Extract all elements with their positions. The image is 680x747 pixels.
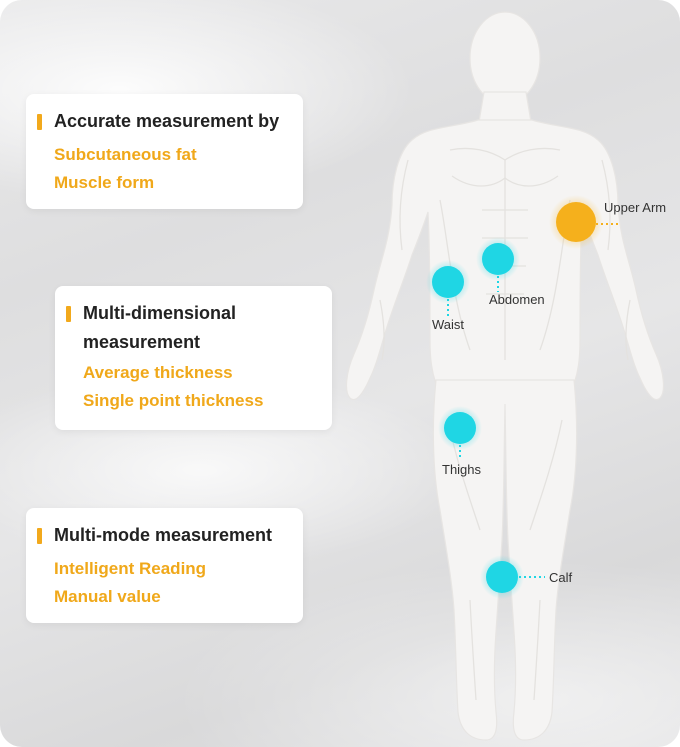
card-title: Accurate measurement by [54,111,280,131]
card-title: Multi-mode measurement [54,525,273,545]
card-item: Muscle form [54,173,155,192]
accent-bar [37,114,42,130]
calf-marker [480,555,545,599]
card-item: Subcutaneous fat [54,145,197,164]
accent-bar [37,528,42,544]
thighs-label: Thighs [442,462,482,477]
upper-arm-label: Upper Arm [604,200,667,215]
thighs-marker [438,406,482,460]
card-item: Average thickness [83,363,233,382]
feature-card-accurate-measurement: Accurate measurement by Subcutaneous fat… [26,94,303,209]
waist-label: Waist [432,317,465,332]
accent-bar [66,306,71,322]
card-title: Multi-dimensional measurement [83,303,236,352]
feature-card-multi-mode: Multi-mode measurement Intelligent Readi… [26,508,303,623]
card-item: Intelligent Reading [54,559,207,578]
calf-label: Calf [549,570,573,585]
feature-card-multi-dimensional: Multi-dimensional measurement Average th… [55,286,332,430]
waist-marker [426,260,470,316]
abdomen-marker [476,237,520,292]
card-item: Manual value [54,587,161,606]
upper-arm-marker [549,195,620,249]
abdomen-label: Abdomen [489,292,545,307]
card-item: Single point thickness [83,391,264,410]
